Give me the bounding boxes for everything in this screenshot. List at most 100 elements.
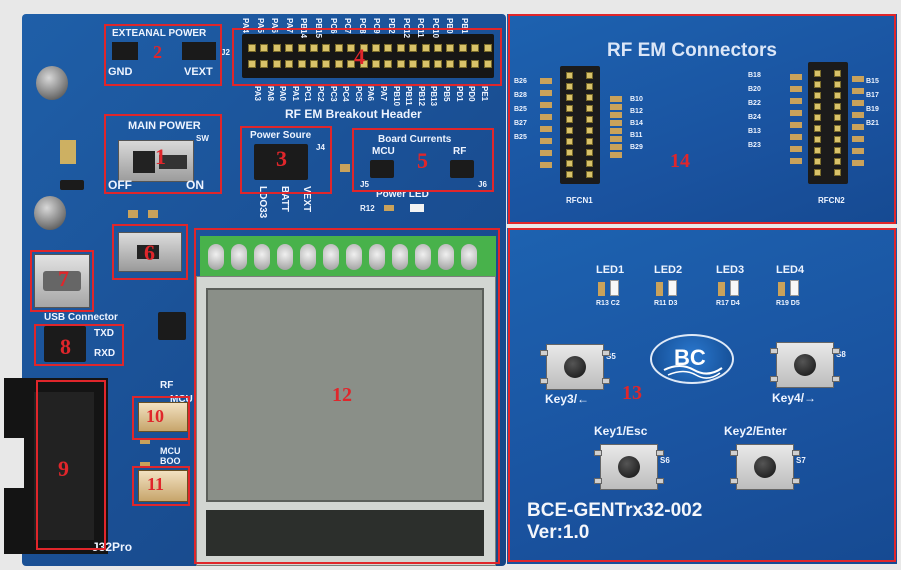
header-pin — [347, 44, 356, 52]
rf-pin-label: B27 — [514, 120, 527, 127]
box-8 — [34, 324, 124, 366]
header-bottom-label: PE1 — [479, 86, 489, 102]
box-13 — [508, 228, 896, 562]
key4-label: Key4/→ — [772, 391, 817, 405]
annotation-6: 6 — [144, 240, 155, 265]
key2-button — [736, 444, 794, 490]
rf-smd — [852, 136, 864, 142]
box-3 — [240, 126, 332, 194]
button-leg — [656, 478, 664, 484]
annotation-11: 11 — [147, 474, 165, 494]
header-bottom-label: PC4 — [341, 86, 351, 102]
rf-pin — [586, 171, 593, 178]
button-leg — [770, 376, 778, 382]
header-pin — [285, 60, 294, 68]
gnd-label: GND — [108, 66, 133, 78]
header-pin — [384, 60, 393, 68]
rf-smd — [540, 114, 552, 120]
rf-pin-label: B19 — [866, 106, 879, 113]
power-source-jumper — [254, 144, 308, 180]
usb-connector — [34, 254, 90, 308]
header-bottom-label: PB11 — [404, 86, 414, 106]
rf-section-title: RF EM Connectors — [607, 40, 777, 61]
header-bottom-label: PA3 — [253, 86, 262, 101]
lcd-pin — [277, 244, 293, 270]
rf-pin — [814, 125, 821, 132]
lcd-pin — [392, 244, 408, 270]
rf-smd — [852, 112, 864, 118]
j6-ref: J6 — [478, 180, 487, 189]
rf-pin-label: B20 — [748, 86, 761, 93]
rf-pin — [586, 94, 593, 101]
lcd-pin — [415, 244, 431, 270]
rf-pin — [834, 125, 841, 132]
header-pin — [421, 44, 430, 52]
rf-current-jumper — [450, 160, 474, 178]
rf-smd — [610, 136, 622, 142]
header-pin — [248, 60, 256, 68]
rf-smd — [610, 104, 622, 110]
led-light — [790, 280, 799, 296]
header-bottom-label: PA8 — [265, 86, 275, 101]
rf-smd — [852, 160, 864, 166]
slide-switch — [118, 232, 182, 272]
header-pin — [310, 60, 318, 68]
key2-label: Key2/Enter — [724, 424, 787, 438]
rf-smd — [610, 128, 622, 134]
button-leg — [540, 378, 548, 384]
rxd-label: RXD — [94, 348, 116, 359]
header-pin — [421, 60, 430, 68]
lcd-bottom-bezel — [206, 510, 484, 556]
lcd-pin — [438, 244, 454, 270]
header-pin — [297, 44, 306, 52]
header-pin — [322, 44, 331, 52]
header-bottom-label: PB13 — [429, 86, 439, 107]
box-6 — [112, 224, 188, 280]
rf-smd — [540, 138, 552, 144]
rf-pin-label: B23 — [748, 142, 761, 149]
header-pin — [471, 60, 480, 68]
button-leg — [730, 478, 738, 484]
key1-label: Key1/Esc — [594, 424, 648, 438]
capacitor-top-left — [36, 66, 68, 100]
button-leg — [832, 376, 840, 382]
annotation-2: 2 — [153, 42, 162, 62]
debug-connector — [4, 378, 108, 554]
rf-smd — [790, 134, 802, 140]
button-leg — [832, 348, 840, 354]
box-5 — [352, 128, 494, 192]
rf-smd — [790, 98, 802, 104]
header-pin — [372, 60, 380, 68]
rf-reset-label: RF — [160, 380, 174, 391]
header-pin — [458, 44, 467, 52]
button-leg — [540, 350, 548, 356]
power-on-label: ON — [186, 178, 204, 192]
smd-r2 — [148, 210, 158, 218]
key1-button — [600, 444, 658, 490]
header-bottom-label: PB5 — [442, 86, 451, 102]
header-bottom-label: PA0 — [278, 86, 288, 101]
header-pin — [446, 60, 455, 68]
header-pin — [471, 44, 480, 52]
annotation-9: 9 — [58, 456, 69, 481]
rf-smd — [540, 90, 552, 96]
s7-ref: S7 — [796, 456, 806, 465]
main-power-title: MAIN POWER — [128, 120, 201, 132]
header-bottom-label: PA6 — [366, 86, 376, 101]
header-pin — [272, 44, 281, 52]
ext-power-title: EXTEANAL POWER — [112, 28, 207, 39]
rf-pin — [566, 171, 573, 178]
j32pro-label: J32Pro — [92, 540, 133, 554]
header-pin — [434, 60, 442, 68]
rfcn2-label: RFCN2 — [818, 196, 845, 205]
rf-pin — [586, 83, 593, 90]
s6-ref: S6 — [660, 456, 670, 465]
annotation-14: 14 — [670, 150, 690, 172]
rf-smd — [540, 102, 552, 108]
rf-pin — [814, 169, 821, 176]
rf-pin-label: B12 — [630, 108, 643, 115]
led-ref: R11 D3 — [654, 300, 678, 307]
rfcn1-label: RFCN1 — [566, 196, 593, 205]
lcd-pin — [300, 244, 316, 270]
